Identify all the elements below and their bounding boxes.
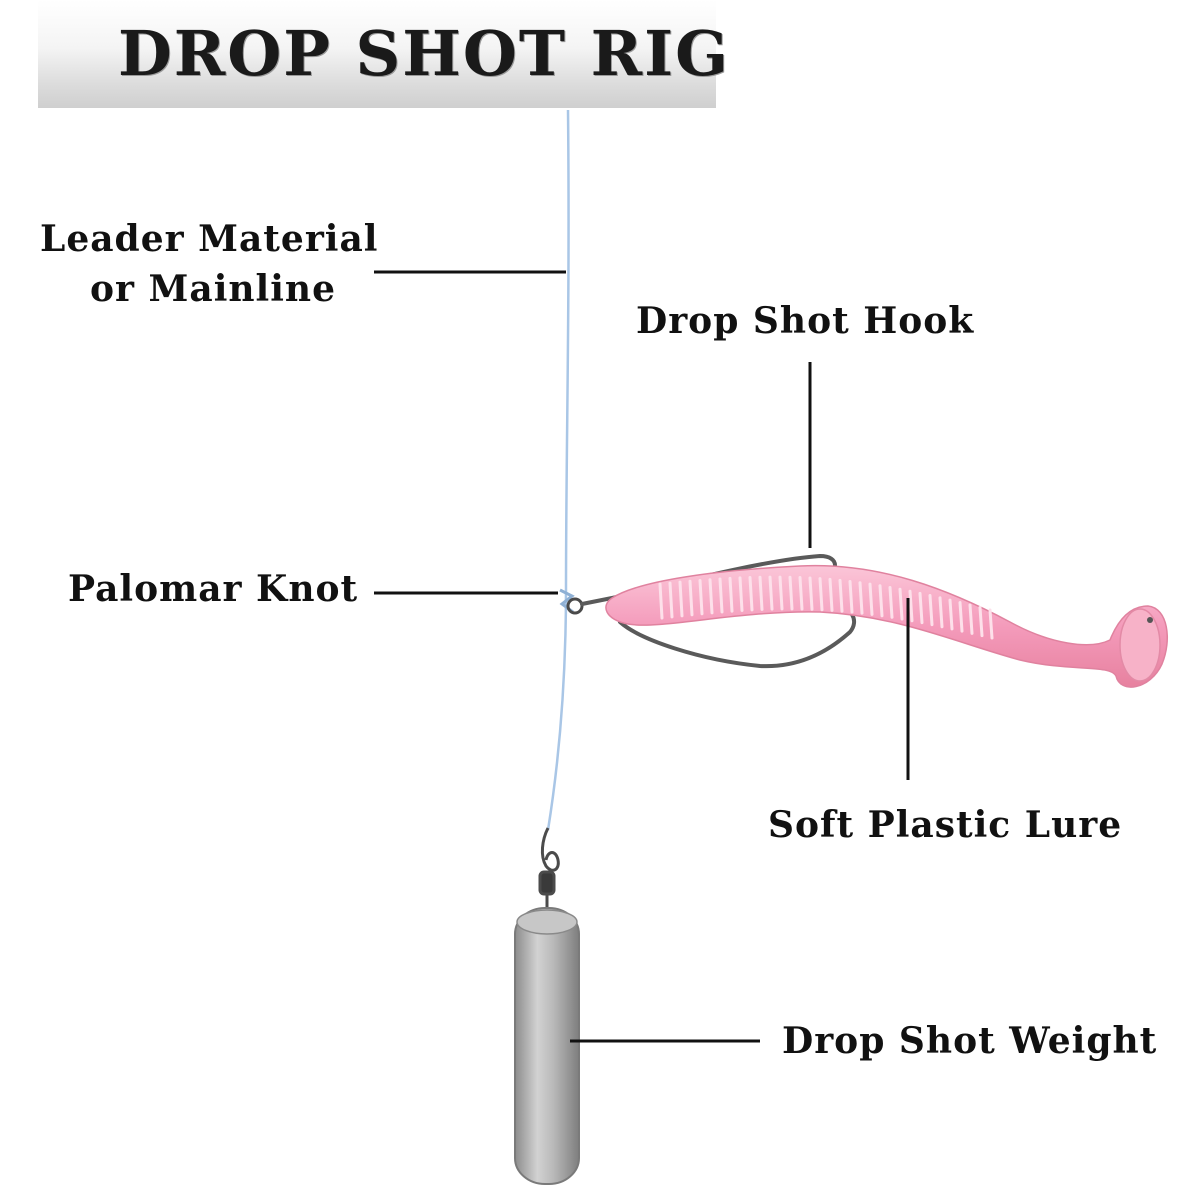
lure-rib — [828, 577, 834, 612]
lure-rib — [948, 598, 954, 631]
lure-rib — [678, 580, 684, 618]
lure-rib — [708, 578, 714, 615]
lure-rib — [788, 575, 794, 611]
label-palomar-knot: Palomar Knot — [68, 568, 359, 610]
title-banner: DROP SHOT RIG — [38, 0, 728, 108]
lure-rib — [838, 578, 844, 613]
lure-rib — [908, 589, 914, 623]
label-leader-line1: Leader Material — [40, 218, 379, 260]
lure-rib — [748, 575, 754, 612]
page-title: DROP SHOT RIG — [118, 17, 731, 90]
lure-rib — [698, 578, 704, 616]
lure-rib — [988, 608, 994, 640]
lure-rib — [758, 575, 764, 611]
lure-body — [605, 564, 1169, 688]
soft-plastic-lure — [605, 564, 1169, 688]
lure-rib — [848, 579, 854, 614]
lure-rib — [868, 582, 874, 616]
lure-rib — [938, 596, 944, 629]
lure-rib — [658, 582, 664, 620]
lure-rib — [878, 584, 884, 618]
lure-rib — [808, 576, 814, 611]
lure-rib — [778, 575, 784, 611]
lure-rib — [738, 576, 744, 612]
lure-rib — [768, 575, 774, 611]
lure-rib — [928, 594, 934, 627]
label-soft-plastic-lure: Soft Plastic Lure — [768, 804, 1123, 846]
lure-rib — [958, 601, 964, 633]
hook-point-icon — [1147, 617, 1153, 623]
lure-rib — [968, 603, 974, 635]
lure-rib — [688, 579, 694, 617]
lure-rib — [818, 577, 824, 612]
snap-swivel-icon — [538, 827, 560, 910]
label-drop-shot-weight: Drop Shot Weight — [782, 1020, 1158, 1062]
lure-ribs — [658, 575, 994, 640]
fishing-line — [546, 109, 570, 831]
lure-rib — [978, 606, 984, 638]
lure-rib — [798, 576, 804, 611]
lure-rib — [668, 581, 674, 619]
lure-rib — [888, 585, 894, 619]
lure-rib — [918, 591, 924, 625]
label-drop-shot-hook: Drop Shot Hook — [636, 300, 975, 342]
lure-tail — [1119, 608, 1161, 682]
label-leader-line2: or Mainline — [90, 268, 336, 310]
lure-rib — [728, 576, 734, 613]
lure-rib — [718, 577, 724, 614]
palomar-knot-icon — [559, 588, 584, 615]
lure-rib — [858, 581, 864, 615]
drop-shot-weight — [514, 907, 580, 1185]
lure-rib — [898, 587, 904, 621]
pointer-lines — [374, 270, 910, 1043]
